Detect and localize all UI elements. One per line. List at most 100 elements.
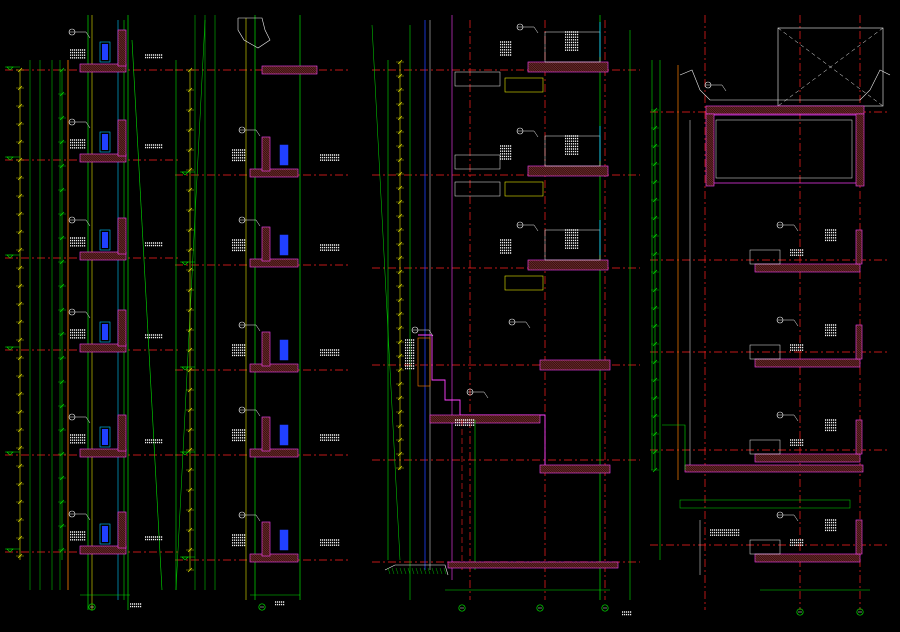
hatch-stroke [261,433,271,442]
hatch-stroke [117,536,127,546]
ground-slab [447,561,619,569]
hatch-stroke [277,363,286,373]
hatch-stroke [117,424,127,433]
annotation-block [825,519,837,532]
hatch-stroke [548,165,559,177]
hatch-stroke [852,453,861,462]
hatch-stroke [123,29,127,33]
hatch-stroke [93,251,103,261]
hatch-stroke [261,148,271,158]
hatch-stroke [261,551,267,557]
hatch-stroke [817,358,826,368]
hatch-stroke [249,262,255,268]
window-frame [99,41,111,63]
hatch-stroke [582,359,593,371]
hatch-stroke [705,128,715,137]
hatch-stroke [818,464,826,473]
hatch-stroke [615,561,619,565]
hatch-stroke [777,553,786,563]
hatch-stroke [855,538,863,545]
hatch-stroke [810,263,819,273]
hatch-stroke [80,153,89,163]
hatch-stroke [601,165,609,173]
hatch-stroke [586,464,596,474]
annotation-block [622,611,632,616]
hatch-stroke [527,67,533,73]
window-frame [99,131,111,153]
hatch-stroke [855,427,863,434]
hatch-stroke [730,464,738,473]
hatch-stroke [695,464,703,473]
hatch-stroke [281,258,290,268]
hatch-stroke [483,414,492,424]
hatch-stroke [855,536,863,543]
leader-slant-line [131,39,163,591]
hatch-stroke [290,363,299,372]
hatch-stroke [113,343,122,353]
hatch-stroke [113,63,122,73]
hatch-stroke [470,561,477,569]
hatch-stroke [270,258,279,268]
hatch-stroke [705,115,715,124]
hatch-stroke [771,263,780,273]
hatch-stroke [545,359,556,371]
hatch-stroke [855,339,863,346]
hatch-stroke [249,264,253,268]
hatch-stroke [89,448,98,458]
hatch-stroke [569,561,576,569]
wall-column [117,217,127,255]
hatch-stroke [252,258,262,268]
hatch-stroke [567,561,574,569]
hatch-stroke [79,347,85,353]
hatch-stroke [855,159,865,168]
annotation-block [145,536,163,541]
callout-leader [721,84,727,92]
hatch-stroke [261,529,271,538]
hatch-stroke [855,425,863,432]
hatch-stroke [109,153,118,163]
hatch-stroke [454,414,464,424]
hatch-stroke [494,561,501,569]
hatch-stroke [249,557,255,563]
hatch-stroke [579,165,590,177]
hatch-stroke [117,54,127,64]
hatch-stroke [799,358,808,368]
hatch-stroke [261,252,271,261]
hatch-stroke [836,105,845,115]
hatch-stroke [121,217,127,223]
hatch-stroke [699,464,708,473]
hatch-stroke [855,150,865,159]
hatch-stroke [539,361,549,371]
hatch-stroke [107,343,116,353]
hatch-stroke [474,561,482,569]
hatch-stroke [855,259,861,265]
hatch-stroke [609,359,611,361]
hatch-stroke [810,105,819,115]
hatch-stroke [82,545,92,555]
detail-callout-icon [68,216,91,227]
hatch-stroke [795,358,804,368]
hatch-stroke [435,414,444,424]
hatch-stroke [606,359,611,364]
hatch-stroke [775,263,784,273]
hatch-stroke [705,174,715,184]
hatch-stroke [830,453,839,463]
hatch-stroke [773,553,782,563]
hatch-stroke [98,545,107,555]
hatch-stroke [858,464,864,470]
hatch-stroke [568,259,579,271]
hatch-stroke [823,358,833,368]
hatch-stroke [119,414,127,422]
floor-slab [249,448,299,458]
hatch-stroke [830,358,839,368]
level-marker-icon [5,346,20,351]
hatch-stroke [527,65,535,73]
hatch-stroke [79,257,83,261]
hatch-stroke [856,464,864,472]
axis-bubble-icon [536,604,544,612]
hatch-stroke [249,450,257,458]
hatch-stroke [429,418,435,424]
hatch-stroke [315,65,318,68]
hatch-stroke [787,464,796,473]
hatch-stroke [87,343,96,353]
